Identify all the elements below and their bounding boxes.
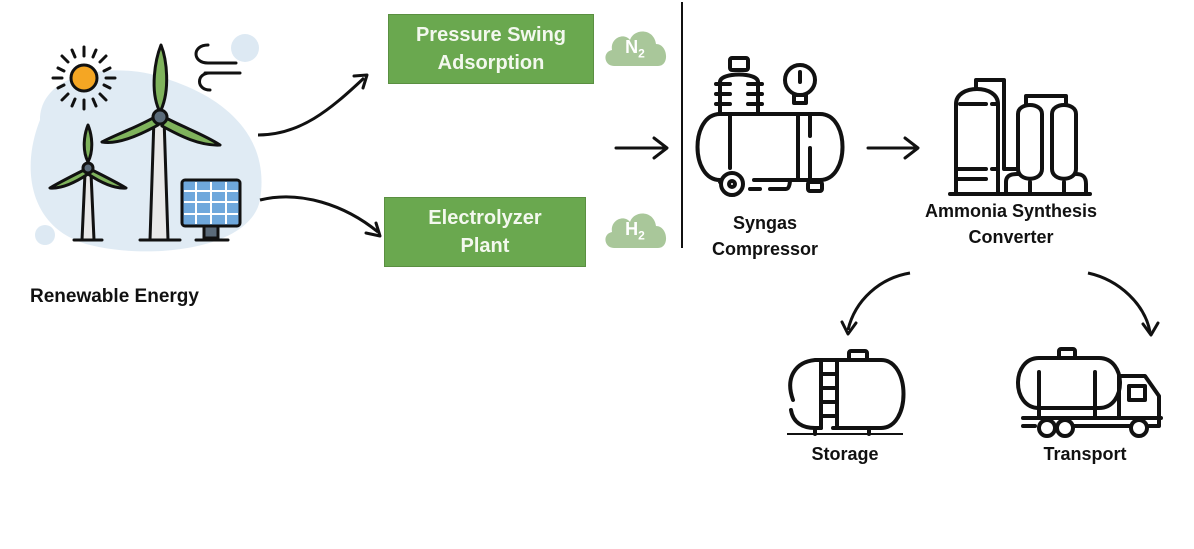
reactor-icon xyxy=(948,78,1092,196)
converter-label-line2: Converter xyxy=(968,227,1054,247)
n2-label: N2 xyxy=(600,37,670,61)
psa-box: Pressure Swing Adsorption xyxy=(388,14,594,84)
n2-subscript: 2 xyxy=(638,46,645,61)
large-turbine-icon xyxy=(100,43,222,242)
h2-subscript: 2 xyxy=(638,228,645,243)
transport-label: Transport xyxy=(1043,444,1127,464)
electrolyzer-label-line1: Electrolyzer xyxy=(428,207,542,229)
converter-label-line1: Ammonia Synthesis xyxy=(924,201,1098,221)
electrolyzer-label-line2: Plant xyxy=(460,235,510,257)
n2-symbol: N xyxy=(625,37,639,57)
small-turbine-icon xyxy=(48,123,128,242)
compressor-label-line1: Syngas xyxy=(732,213,798,233)
psa-label-line1: Pressure Swing xyxy=(415,24,567,46)
h2-cloud-icon xyxy=(605,213,667,248)
compressor-icon xyxy=(695,56,845,197)
h2-label: H2 xyxy=(600,219,670,243)
solar-panel-icon xyxy=(180,178,242,242)
sun-icon xyxy=(51,45,117,111)
converter-label: Ammonia Synthesis Converter xyxy=(906,198,1116,250)
renewable-energy-label: Renewable Energy xyxy=(30,286,199,307)
storage-label: Storage xyxy=(811,444,879,464)
wind-icon xyxy=(194,43,242,92)
wind-solar-icon xyxy=(30,34,262,252)
storage-tank-icon xyxy=(787,349,906,436)
n2-cloud-icon xyxy=(605,31,667,67)
h2-symbol: H xyxy=(625,219,639,239)
compressor-label: Syngas Compressor xyxy=(690,210,840,262)
tanker-truck-icon xyxy=(1016,347,1163,438)
psa-label-line2: Adsorption xyxy=(437,52,545,74)
compressor-label-line2: Compressor xyxy=(711,239,819,259)
electrolyzer-box: Electrolyzer Plant xyxy=(384,197,586,267)
